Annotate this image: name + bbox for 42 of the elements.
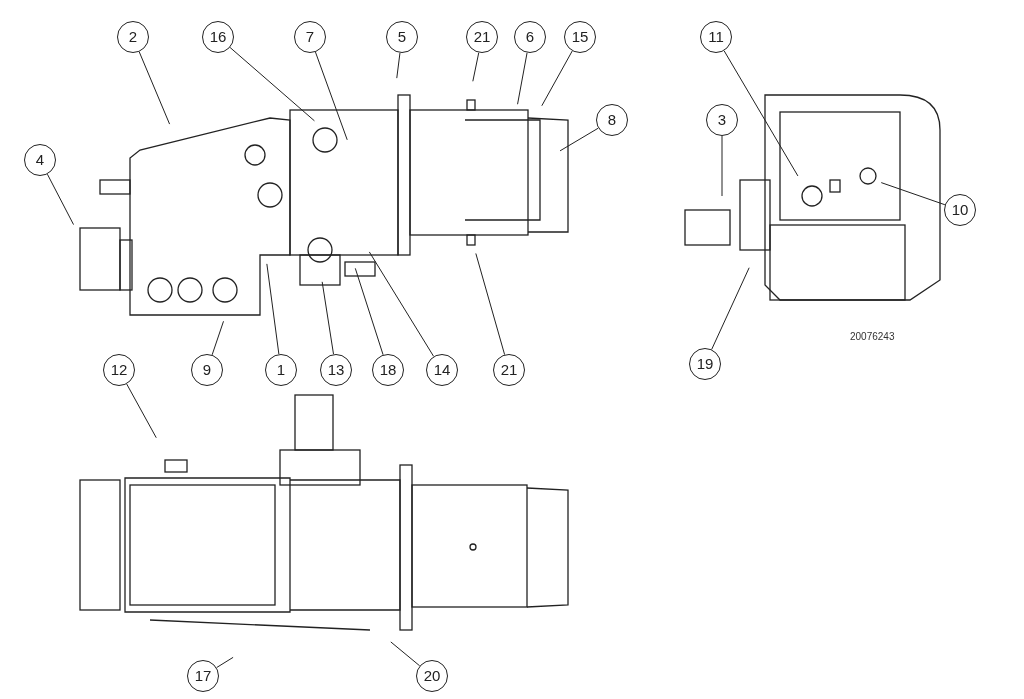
callout-number: 12 [103, 354, 135, 386]
callout-number: 2 [117, 21, 149, 53]
leader-line [321, 281, 334, 355]
callout-number: 19 [689, 348, 721, 380]
callout-number: 14 [426, 354, 458, 386]
callout-number: 15 [564, 21, 596, 53]
leader-line [216, 656, 234, 669]
callout-number: 18 [372, 354, 404, 386]
callout-number: 10 [944, 194, 976, 226]
callout-number: 3 [706, 104, 738, 136]
leader-line [472, 52, 480, 82]
callout-number: 20 [416, 660, 448, 692]
callout-number: 7 [294, 21, 326, 53]
leader-line [475, 252, 506, 356]
leader-line [266, 263, 280, 355]
leader-line [711, 267, 750, 350]
leader-line [354, 267, 384, 356]
leader-line [880, 182, 946, 206]
callout-number: 6 [514, 21, 546, 53]
leader-line [368, 251, 435, 357]
callout-number: 1 [265, 354, 297, 386]
callout-number: 5 [386, 21, 418, 53]
callout-number: 9 [191, 354, 223, 386]
callout-number: 8 [596, 104, 628, 136]
callout-number: 11 [700, 21, 732, 53]
leader-line [314, 51, 348, 141]
callout-number: 4 [24, 144, 56, 176]
leader-line [396, 52, 401, 79]
drawing-number: 20076243 [850, 330, 895, 344]
callout-number: 17 [187, 660, 219, 692]
callout-number: 16 [202, 21, 234, 53]
callout-number: 21 [466, 21, 498, 53]
leader-line [138, 51, 171, 125]
callout-number: 21 [493, 354, 525, 386]
leader-line [559, 127, 599, 152]
leader-line [517, 52, 528, 105]
leader-line [723, 50, 799, 177]
leader-line [211, 320, 224, 356]
leader-line [721, 135, 723, 197]
leader-line [229, 47, 315, 122]
callout-number: 13 [320, 354, 352, 386]
leader-line [390, 641, 421, 667]
